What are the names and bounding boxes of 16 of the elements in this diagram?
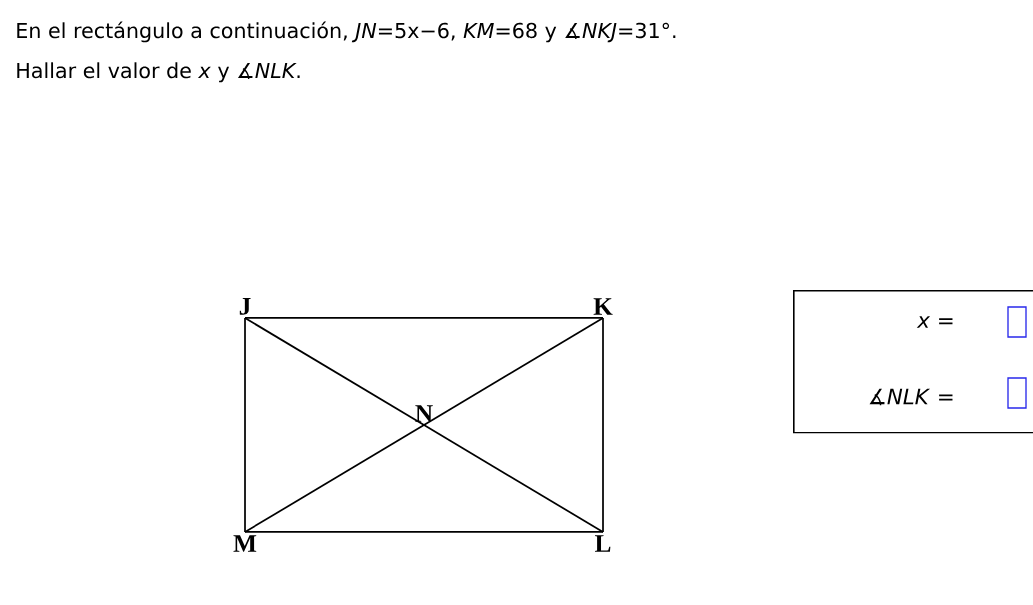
rectangle-side [244,317,246,533]
vertex-label: K [593,298,613,315]
rectangle-side [602,317,604,533]
rectangle-side [244,317,604,319]
answer-panel: x = ∡NLK = [793,290,1033,434]
rectangle-side [244,531,604,533]
vertex-label: M [233,535,257,552]
vertex-label: L [595,535,611,552]
vertex-label: J [239,297,251,315]
vertex-label: N [415,405,433,422]
problem-text: En el rectángulo a continuación, JN=5x−6, KM=68 y ∡NKJ=31°. [17,21,676,43]
diagonal-line [423,424,604,533]
diagonal-line [244,317,425,426]
problem-text: Hallar el valor de x y ∡NLK. [17,62,300,83]
diagonal-line [423,317,604,426]
diagonal-line [244,424,425,533]
